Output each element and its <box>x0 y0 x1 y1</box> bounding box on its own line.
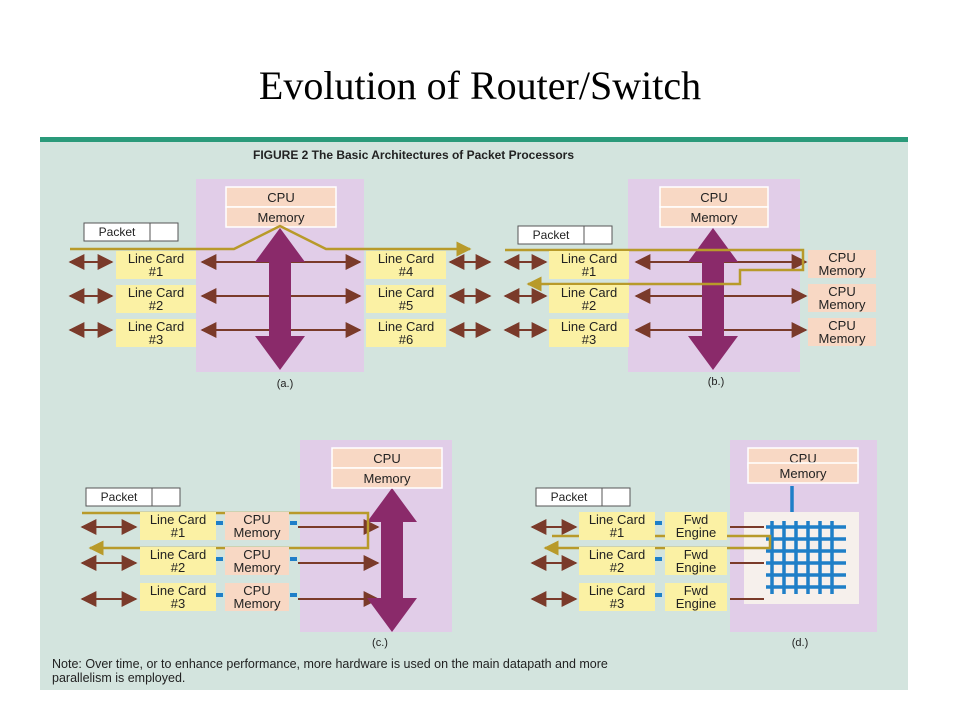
panel-c-cpu-memory-cards <box>225 512 289 611</box>
panel-b-line-cards <box>549 251 629 347</box>
panel-c-cpu-label: CPU <box>373 451 400 466</box>
line-card-number: #2 <box>610 560 624 575</box>
panel-c: CPU Memory Packet Line Card #1 Line Card… <box>80 440 452 649</box>
fwd-label: Fwd <box>684 547 709 562</box>
panel-c-memory-label: Memory <box>364 471 411 486</box>
panel-d-packet-box <box>535 487 631 507</box>
line-card-number: #4 <box>399 264 413 279</box>
line-card-number: #3 <box>610 596 624 611</box>
panel-a-bus <box>255 228 305 370</box>
figure-top-bar <box>40 137 908 142</box>
card-memory-label: Memory <box>819 263 866 278</box>
panel-c-packet-label: Packet <box>101 490 138 504</box>
line-card-label: Line Card <box>150 512 206 527</box>
line-card-label: Line Card <box>561 251 617 266</box>
card-cpu-label: CPU <box>828 318 855 333</box>
panel-b-bus <box>688 228 738 370</box>
panel-a: CPU Memory Packet Line Card #1 Line Card… <box>68 179 492 390</box>
line-card-label: Line Card <box>378 285 434 300</box>
card-cpu-label: CPU <box>828 284 855 299</box>
card-cpu-label: CPU <box>243 547 270 562</box>
line-card-number: #3 <box>171 596 185 611</box>
panel-a-packet-box <box>83 222 179 242</box>
panel-c-caption: (c.) <box>372 637 388 649</box>
card-memory-label: Memory <box>234 560 281 575</box>
panel-b-cpu-memory-cards <box>808 250 876 346</box>
panel-b-memory-box <box>659 206 769 228</box>
line-card-number: #2 <box>582 298 596 313</box>
engine-label: Engine <box>676 560 716 575</box>
engine-label: Engine <box>676 525 716 540</box>
panel-c-memory-box <box>331 467 443 489</box>
panel-b-cpu-label: CPU <box>700 190 727 205</box>
panel-d: CPU Memory Packet <box>530 440 877 649</box>
panel-d-memory-label: Memory <box>780 466 827 481</box>
line-card-number: #2 <box>149 298 163 313</box>
line-card-label: Line Card <box>128 251 184 266</box>
line-card-label: Line Card <box>589 583 645 598</box>
line-card-label: Line Card <box>128 285 184 300</box>
panel-c-side-arrows <box>80 519 380 607</box>
panel-d-packet-path <box>543 534 772 556</box>
panel-d-packet-label: Packet <box>551 490 588 504</box>
panel-c-line-cards <box>140 512 216 611</box>
panel-a-packet-path <box>70 224 472 257</box>
panel-d-line-cards <box>579 512 655 611</box>
line-card-label: Line Card <box>589 512 645 527</box>
panel-a-packet-label: Packet <box>99 225 136 239</box>
panel-a-memory-label: Memory <box>258 210 305 225</box>
line-card-number: #1 <box>610 525 624 540</box>
line-card-number: #3 <box>149 332 163 347</box>
panel-c-connectors <box>216 521 297 597</box>
line-card-label: Line Card <box>128 319 184 334</box>
panel-b-memory-label: Memory <box>691 210 738 225</box>
line-card-number: #1 <box>171 525 185 540</box>
card-memory-label: Memory <box>819 297 866 312</box>
figure-note-line-2: parallelism is employed. <box>52 671 185 685</box>
line-card-label: Line Card <box>589 547 645 562</box>
panel-b-packet-box <box>517 225 613 245</box>
line-card-number: #5 <box>399 298 413 313</box>
panel-c-bus <box>367 488 417 632</box>
card-memory-label: Memory <box>819 331 866 346</box>
panel-a-caption: (a.) <box>277 378 294 390</box>
line-card-number: #1 <box>582 264 596 279</box>
panel-c-packet-box <box>85 487 181 507</box>
card-memory-label: Memory <box>234 525 281 540</box>
panel-b-packet-label: Packet <box>533 228 570 242</box>
panel-a-line-cards <box>116 251 446 347</box>
line-card-label: Line Card <box>561 319 617 334</box>
line-card-label: Line Card <box>561 285 617 300</box>
line-card-number: #3 <box>582 332 596 347</box>
line-card-label: Line Card <box>150 583 206 598</box>
panel-d-memory-box <box>747 462 859 484</box>
panel-a-cpu-label: CPU <box>267 190 294 205</box>
panel-d-caption: (d.) <box>792 637 809 649</box>
fwd-label: Fwd <box>684 583 709 598</box>
panel-d-connectors <box>655 521 662 597</box>
panel-b: CPU Memory Packet Line Card #1 Line Card… <box>503 179 876 388</box>
line-card-number: #2 <box>171 560 185 575</box>
line-card-label: Line Card <box>150 547 206 562</box>
fwd-label: Fwd <box>684 512 709 527</box>
figure-heading: FIGURE 2 The Basic Architectures of Pack… <box>253 148 574 162</box>
card-cpu-label: CPU <box>243 583 270 598</box>
panel-d-fwd-engine-cards <box>665 512 727 611</box>
figure-note-line-1: Note: Over time, or to enhance performan… <box>52 657 608 671</box>
panel-b-caption: (b.) <box>708 376 725 388</box>
card-memory-label: Memory <box>234 596 281 611</box>
panel-b-packet-path <box>505 248 805 292</box>
line-card-label: Line Card <box>378 251 434 266</box>
line-card-label: Line Card <box>378 319 434 334</box>
engine-label: Engine <box>676 596 716 611</box>
panel-d-side-arrows <box>530 519 764 607</box>
card-cpu-label: CPU <box>243 512 270 527</box>
panel-d-switch-fabric <box>766 486 846 594</box>
line-card-number: #6 <box>399 332 413 347</box>
line-card-number: #1 <box>149 264 163 279</box>
card-cpu-label: CPU <box>828 250 855 265</box>
slide-title: Evolution of Router/Switch <box>258 63 702 108</box>
